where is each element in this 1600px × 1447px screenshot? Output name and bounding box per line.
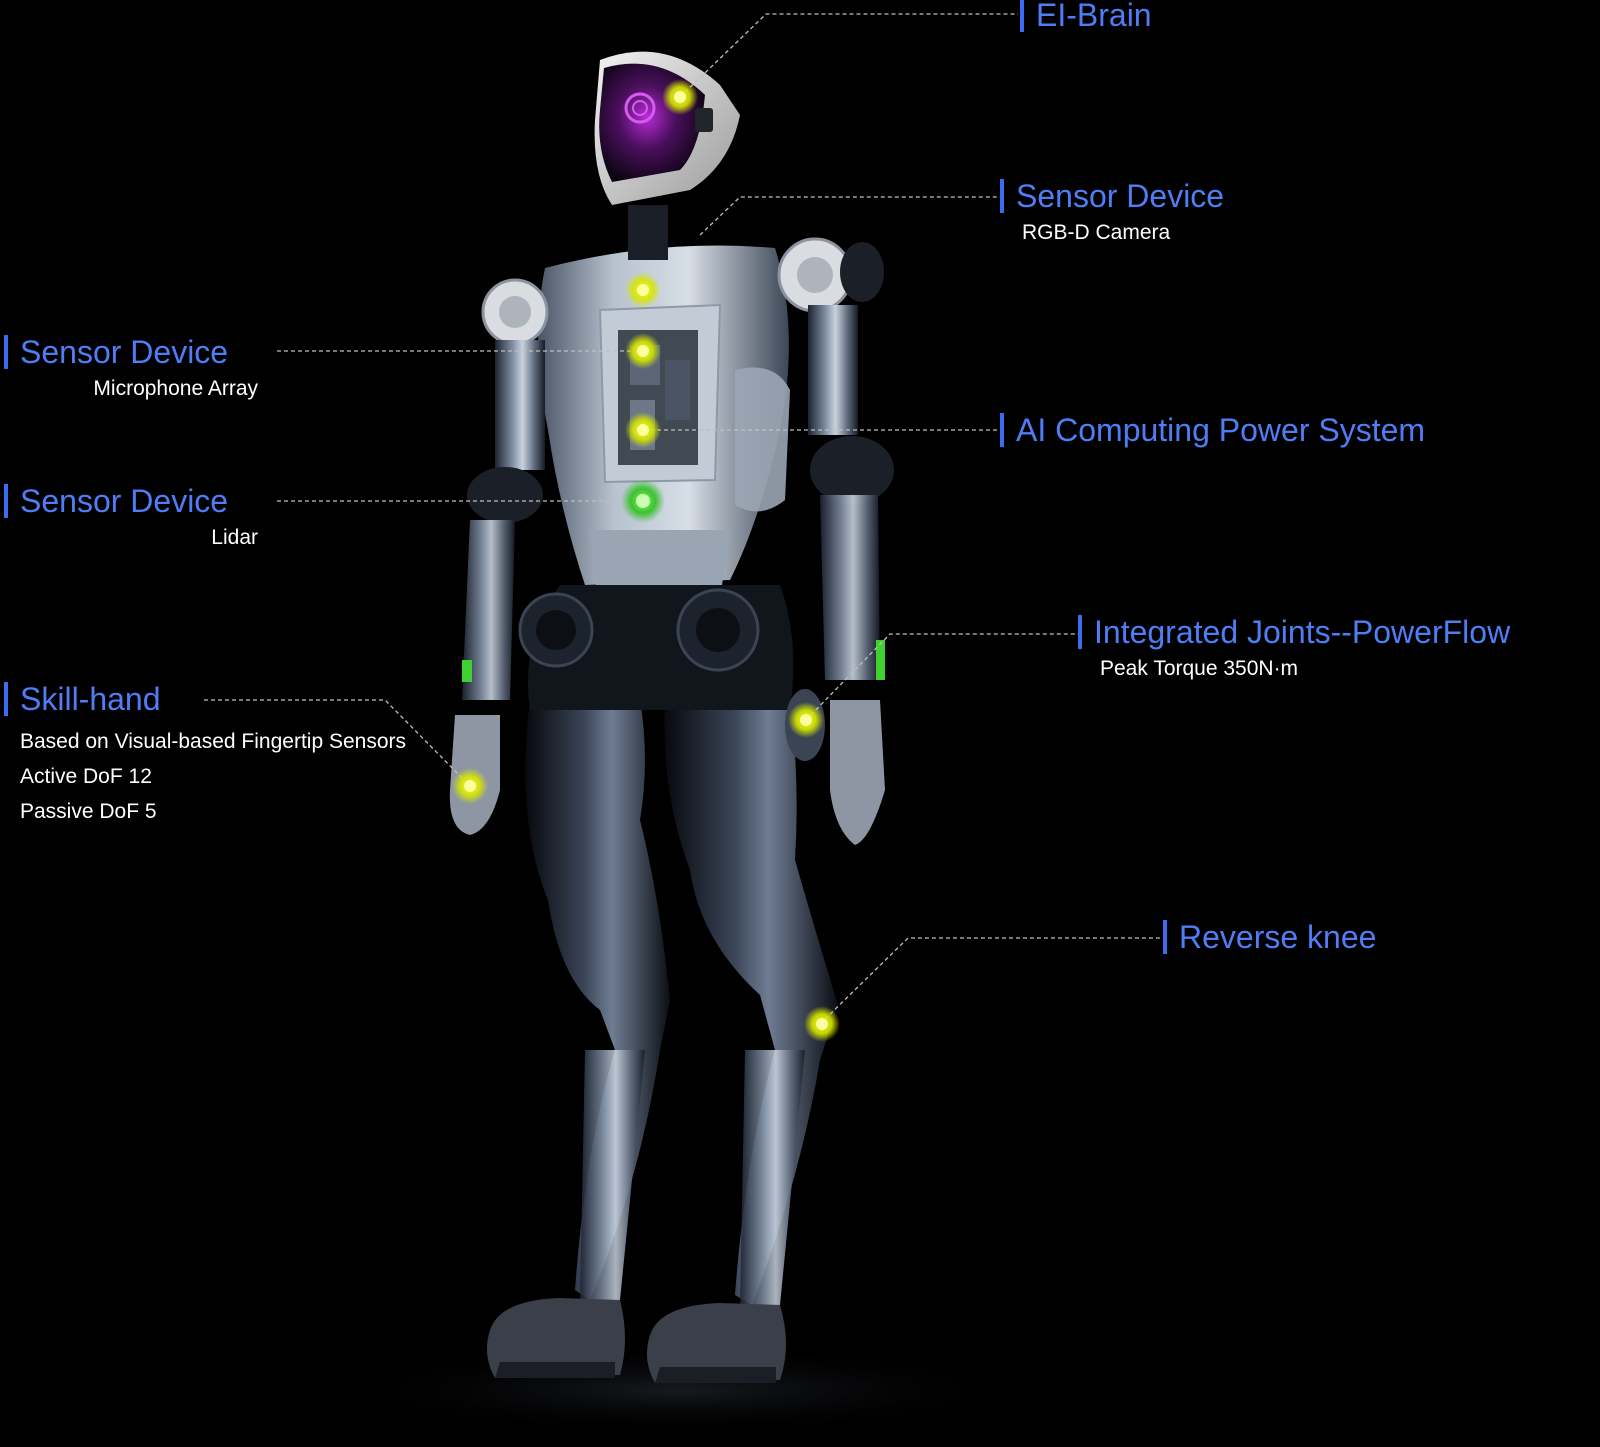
accent-bar bbox=[1163, 920, 1167, 954]
callout-title: Sensor Device bbox=[20, 334, 229, 370]
callout-skill-hand: Skill-hand Based on Visual-based Fingert… bbox=[4, 680, 406, 829]
callout-title: Sensor Device bbox=[1016, 178, 1225, 214]
marker-skill-hand bbox=[452, 768, 488, 804]
leader-line-ei-brain bbox=[679, 13, 1018, 98]
marker-reverse-knee bbox=[804, 1006, 840, 1042]
accent-bar bbox=[1078, 615, 1082, 649]
callout-sensor-mic: Sensor Device Microphone Array bbox=[4, 333, 262, 406]
right-arm bbox=[777, 237, 894, 845]
callout-detail: Microphone Array bbox=[93, 377, 258, 400]
callout-detail: Active DoF 12 bbox=[20, 765, 152, 788]
callout-detail: RGB-D Camera bbox=[1022, 221, 1171, 244]
robot-illustration bbox=[449, 51, 894, 1383]
accent-bar bbox=[1020, 0, 1024, 32]
left-leg bbox=[486, 700, 670, 1378]
accent-bar bbox=[4, 335, 8, 369]
leader-lines bbox=[204, 13, 1165, 1025]
callout-detail: Peak Torque 350N·m bbox=[1100, 657, 1299, 680]
accent-bar bbox=[4, 484, 8, 518]
callout-title: Skill-hand bbox=[20, 681, 161, 717]
marker-joints bbox=[788, 702, 824, 738]
callout-sensor-rgbd: Sensor Device RGB-D Camera bbox=[1000, 177, 1224, 250]
leader-line-reverse-knee bbox=[819, 937, 1165, 1025]
callout-detail: Passive DoF 5 bbox=[20, 800, 157, 823]
callout-detail: Based on Visual-based Fingertip Sensors bbox=[20, 730, 407, 753]
marker-ei-brain bbox=[662, 79, 698, 115]
callout-title: Sensor Device bbox=[20, 483, 229, 519]
accent-bar bbox=[1000, 179, 1004, 213]
markers bbox=[452, 79, 840, 1042]
callout-detail: Lidar bbox=[211, 526, 258, 549]
callout-ai-computing: AI Computing Power System bbox=[1000, 411, 1425, 449]
callout-sensor-lidar: Sensor Device Lidar bbox=[4, 482, 262, 555]
callout-title: Reverse knee bbox=[1179, 919, 1377, 955]
callout-joints: Integrated Joints--PowerFlow Peak Torque… bbox=[1078, 613, 1510, 686]
callout-title: EI-Brain bbox=[1036, 0, 1152, 33]
marker-lidar bbox=[621, 479, 665, 523]
marker-rgbd bbox=[625, 272, 661, 308]
marker-microphone bbox=[625, 333, 661, 369]
accent-bar bbox=[1000, 413, 1004, 447]
callout-reverse-knee: Reverse knee bbox=[1163, 918, 1376, 956]
accent-bar bbox=[4, 682, 8, 716]
callout-ei-brain: EI-Brain bbox=[1020, 0, 1152, 34]
callout-title: Integrated Joints--PowerFlow bbox=[1094, 614, 1511, 650]
right-leg bbox=[646, 700, 838, 1383]
marker-ai-computing bbox=[625, 412, 661, 448]
callout-title: AI Computing Power System bbox=[1016, 412, 1426, 448]
leader-line-sensor-rgbd bbox=[699, 196, 1000, 236]
leader-line-skill-hand bbox=[204, 699, 471, 787]
leader-line-joints bbox=[805, 633, 1080, 721]
